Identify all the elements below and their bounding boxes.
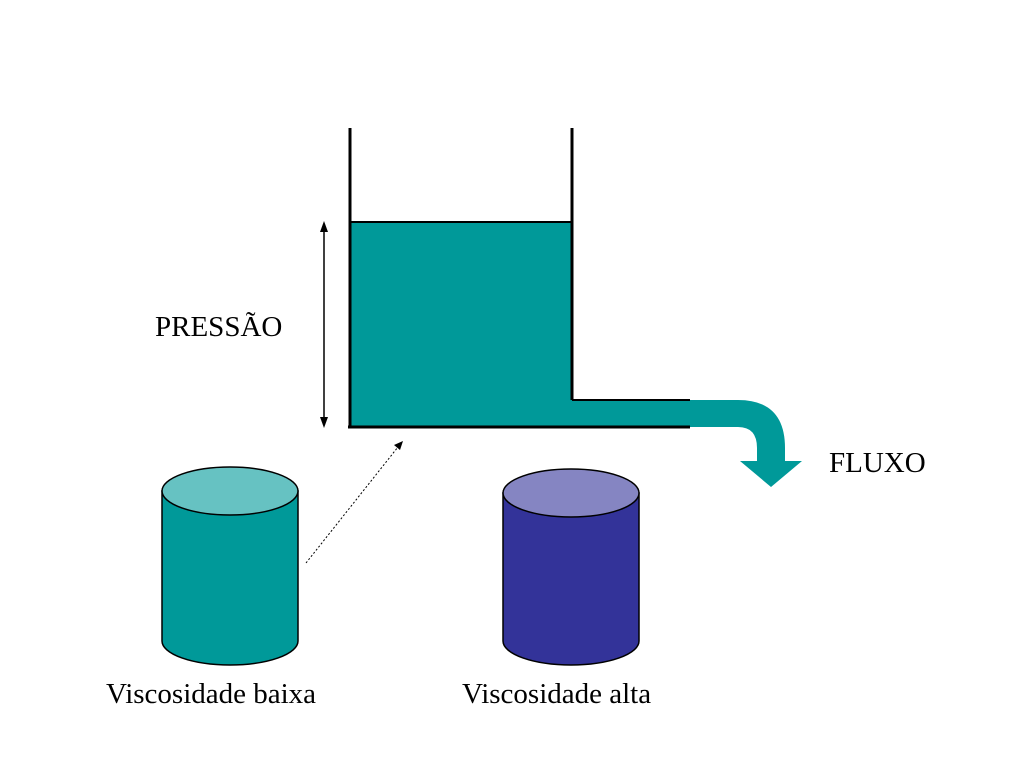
tank-fluid [350,222,572,427]
high-viscosity-cylinder-top [502,468,640,518]
high-viscosity-label: Viscosidade alta [462,678,651,710]
low-viscosity-cylinder-top [161,466,299,516]
flow-arrow [690,400,802,487]
high-viscosity-cylinder-body [502,492,640,666]
outlet-pipe [572,400,690,427]
flow-label: FLUXO [829,447,926,479]
pressure-arrow-head-top [320,221,328,232]
pressure-arrow-head-bottom [320,417,328,428]
high-viscosity-cylinder [502,468,640,666]
pressure-label: PRESSÃO [155,311,282,343]
low-viscosity-label: Viscosidade baixa [106,678,316,710]
dotted-pointer-arrowhead [394,441,403,450]
low-viscosity-cylinder-body [161,490,299,666]
low-viscosity-cylinder [161,466,299,666]
dotted-pointer-line [305,446,399,564]
